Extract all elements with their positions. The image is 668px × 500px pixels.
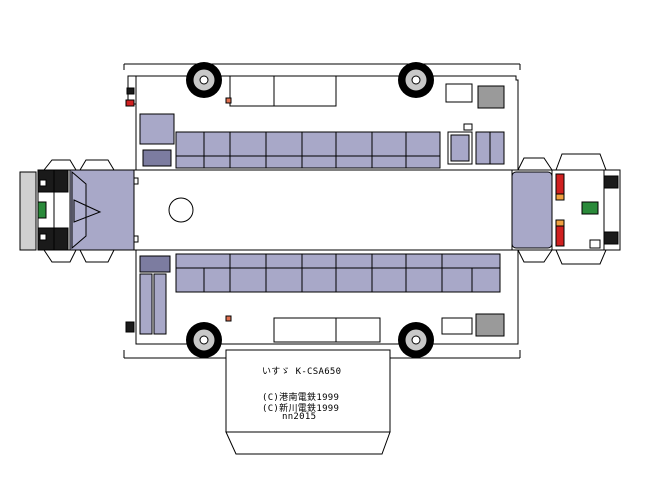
- side-window-row-bottom: [175, 267, 501, 293]
- wheel-icon: [186, 322, 222, 358]
- engine-grille: [477, 85, 505, 109]
- roof-hatch-icon: [168, 197, 194, 223]
- top-side-panel: [123, 63, 521, 171]
- front-window: [139, 113, 175, 145]
- credit-line-1: (C)港南電鉄1999: [262, 393, 340, 403]
- bottom-side-panel: [123, 249, 521, 359]
- license-plate-icon: [581, 201, 599, 215]
- wheel-icon: [398, 322, 434, 358]
- credit-line-3: nn2015: [282, 412, 317, 422]
- engine-grille: [475, 313, 505, 337]
- marker-light: [125, 99, 135, 107]
- front-door: [139, 273, 153, 335]
- base-tab: [225, 349, 391, 455]
- model-line: いすゞ K-CSA650: [262, 367, 342, 377]
- wheel-icon: [186, 62, 222, 98]
- wheel-icon: [398, 62, 434, 98]
- front-lower-window: [142, 149, 172, 167]
- license-plate-icon: [37, 201, 47, 219]
- roof-panel: [133, 169, 513, 251]
- side-window-row-top: [175, 131, 441, 157]
- credit-line-2: (C)新川電鉄1999: [262, 404, 340, 414]
- rear-end-panel: [511, 153, 621, 265]
- front-end-panel: [19, 159, 135, 263]
